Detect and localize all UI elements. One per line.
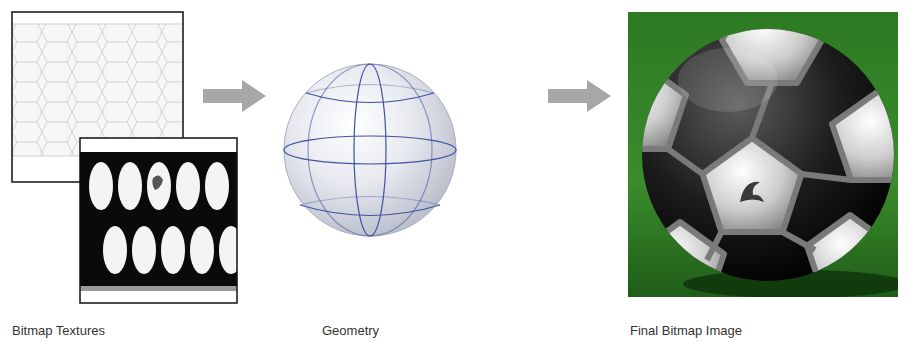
panel-caption: Geometry <box>322 323 548 338</box>
panel-caption: Final Bitmap Image <box>630 323 900 338</box>
flow-arrow <box>548 80 611 112</box>
geometry-sphere <box>284 64 456 236</box>
illustration-panel: Bitmap Textures <box>10 0 203 338</box>
illustration-panel: Final Bitmap Image <box>611 0 900 338</box>
flow-arrow <box>203 80 266 112</box>
panel-caption: Bitmap Textures <box>12 323 203 338</box>
texture-bitmap <box>80 138 243 303</box>
rendered-image <box>594 0 908 305</box>
illustration-panel: Geometry <box>266 0 548 338</box>
